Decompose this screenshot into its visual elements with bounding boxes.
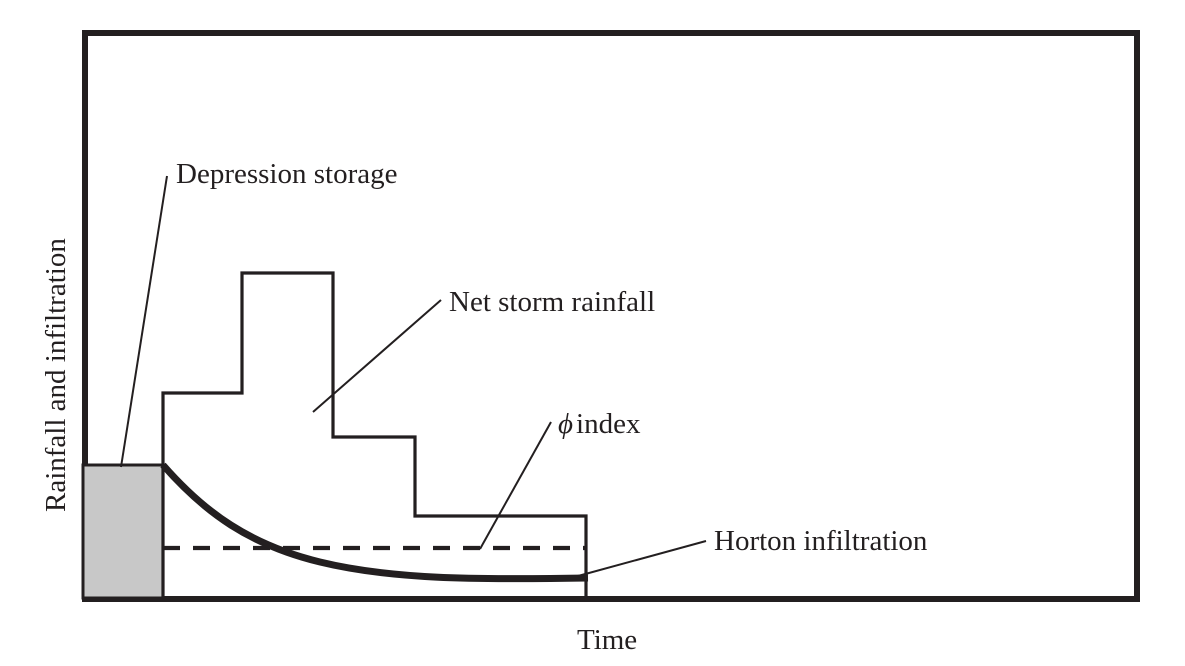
depression-storage-leader-line — [120, 175, 168, 468]
y-axis-label: Rainfall and infiltration — [40, 238, 72, 512]
net-storm-rainfall-label: Net storm rainfall — [449, 286, 656, 318]
axes-frame — [82, 30, 1140, 602]
x-axis-label: Time — [577, 624, 638, 656]
phi-index-word: index — [576, 408, 641, 440]
depression-storage-label: Depression storage — [176, 158, 398, 190]
phi-symbol: ϕ — [558, 408, 574, 440]
net-storm-rainfall-hyetograph — [161, 271, 588, 598]
depression-storage-block — [81, 463, 165, 600]
horton-infiltration-label: Horton infiltration — [714, 525, 928, 557]
phi-index-leader-line — [479, 421, 552, 550]
horton-infiltration-curve — [160, 462, 589, 583]
net-storm-rainfall-leader-line — [312, 299, 442, 413]
horton-infiltration-leader-line — [577, 540, 707, 577]
